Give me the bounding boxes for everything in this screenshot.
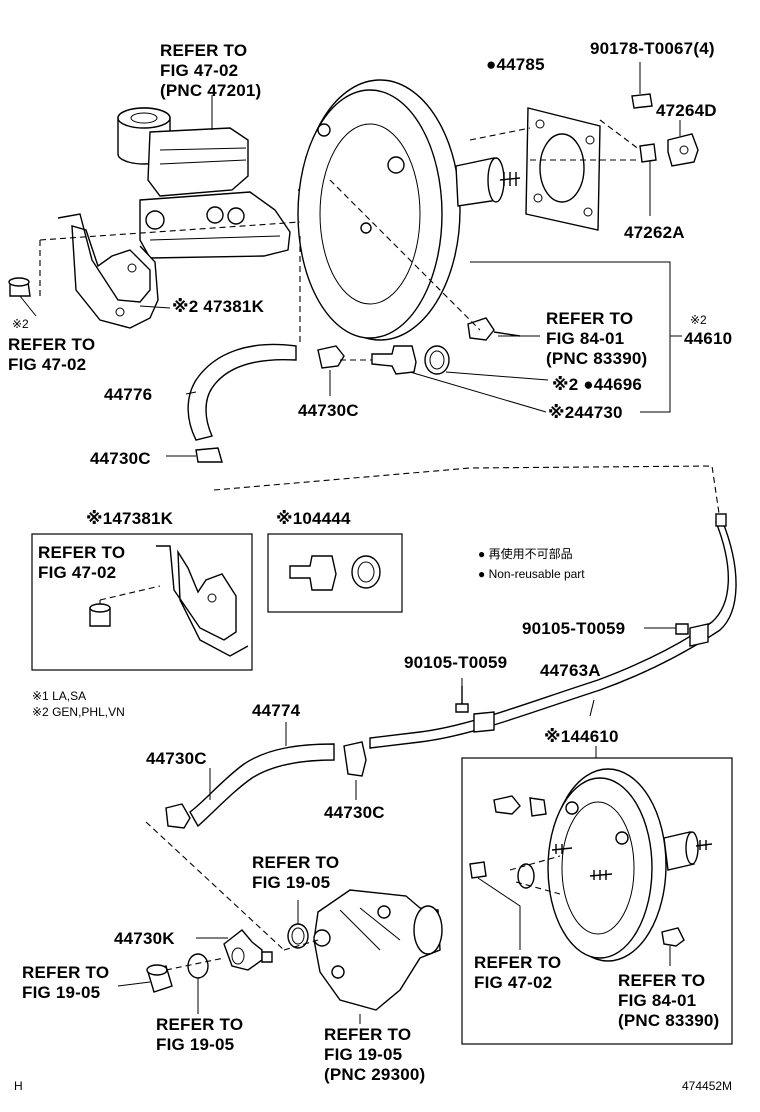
check-valve <box>371 317 521 375</box>
svg-text:(PNC 29300): (PNC 29300) <box>324 1065 425 1084</box>
svg-text:REFER TO: REFER TO <box>22 963 109 982</box>
label-refer-19-05-c: REFER TO FIG 19-05 <box>156 1015 243 1054</box>
clamp-44730c-c <box>165 803 191 829</box>
o-ring-union <box>187 953 209 979</box>
dashed-guides-top <box>39 119 721 521</box>
label-44730c-c: 44730C <box>146 749 207 768</box>
hose-44776 <box>187 343 297 441</box>
label-inset-04444: ※104444 <box>276 509 351 528</box>
svg-text:REFER TO: REFER TO <box>618 971 705 990</box>
notes: ※1 LA,SA ※2 GEN,PHL,VN <box>32 689 125 719</box>
svg-text:REFER TO: REFER TO <box>38 543 125 562</box>
svg-text:※1 LA,SA: ※1 LA,SA <box>32 689 86 703</box>
svg-text:REFER TO: REFER TO <box>160 41 247 60</box>
cap-plug <box>146 964 173 993</box>
label-refer-84-01-top: REFER TO FIG 84-01 (PNC 83390) <box>546 309 647 368</box>
label-44774: 44774 <box>252 701 301 720</box>
label-refer-47-02-left: ※2 REFER TO FIG 47-02 <box>8 317 95 374</box>
label-refer-19-05-a: REFER TO FIG 19-05 <box>252 853 339 892</box>
brake-booster-top <box>297 79 521 341</box>
clamp-44730c-b <box>195 447 223 463</box>
vacuum-pipe-44763a <box>369 513 737 749</box>
label-refer-47-02-bottom: REFER TO FIG 47-02 <box>474 953 561 992</box>
callout-lines-top <box>19 62 682 457</box>
o-ring-pump <box>287 923 309 949</box>
clamp-44730c-a <box>317 345 345 369</box>
label-44785: ●44785 <box>486 55 545 74</box>
svg-text:FIG 47-02: FIG 47-02 <box>38 563 116 582</box>
label-44696: ※2 ●44696 <box>552 375 642 394</box>
svg-text:44610: 44610 <box>684 329 732 348</box>
svg-text:FIG 84-01: FIG 84-01 <box>546 329 624 348</box>
svg-text:(PNC 83390): (PNC 83390) <box>546 349 647 368</box>
corner-code-left: H <box>14 1079 23 1093</box>
gasket-plate <box>525 107 601 231</box>
diagram-id: 474452M <box>682 1079 732 1093</box>
label-inset-refer-47-02: REFER TO FIG 47-02 <box>38 543 125 582</box>
svg-text:(PNC 47201): (PNC 47201) <box>160 81 261 100</box>
svg-text:REFER TO: REFER TO <box>474 953 561 972</box>
label-44730: ※244730 <box>548 403 623 422</box>
label-44730c-b: 44730C <box>90 449 151 468</box>
callout-lines-bottom <box>117 627 676 1024</box>
label-44610-bottom: ※144610 <box>544 727 619 746</box>
label-refer-47201: REFER TO FIG 47-02 (PNC 47201) <box>160 41 261 100</box>
inset-box-04444 <box>267 533 403 613</box>
union-44730k <box>223 929 273 971</box>
svg-text:REFER TO: REFER TO <box>324 1025 411 1044</box>
dashed-guides-bottom <box>145 821 319 971</box>
vacuum-pump <box>313 889 443 1011</box>
label-47381k-top: ※2 47381K <box>172 297 265 316</box>
label-44776: 44776 <box>104 385 152 404</box>
master-cylinder <box>117 107 385 259</box>
svg-text:FIG 47-02: FIG 47-02 <box>8 355 86 374</box>
label-44730c-d: 44730C <box>324 803 385 822</box>
svg-text:FIG 19-05: FIG 19-05 <box>156 1035 234 1054</box>
label-90105-t0059-b: 90105-T0059 <box>404 653 507 672</box>
label-47262a: 47262A <box>624 223 685 242</box>
svg-text:FIG 47-02: FIG 47-02 <box>474 973 552 992</box>
label-inset-47381k: ※147381K <box>86 509 174 528</box>
svg-text:FIG 19-05: FIG 19-05 <box>324 1045 402 1064</box>
svg-text:FIG 19-05: FIG 19-05 <box>22 983 100 1002</box>
label-refer-84-01-bottom: REFER TO FIG 84-01 (PNC 83390) <box>618 971 719 1030</box>
bracket-47381k-top <box>57 213 159 329</box>
svg-text:FIG 47-02: FIG 47-02 <box>160 61 238 80</box>
svg-text:※2: ※2 <box>690 313 707 327</box>
svg-text:REFER TO: REFER TO <box>546 309 633 328</box>
svg-text:● Non-reusable part: ● Non-reusable part <box>478 567 585 581</box>
label-47264d: 47264D <box>656 101 717 120</box>
label-44610-top: ※2 44610 <box>684 313 732 348</box>
label-90178-t0067: 90178-T0067(4) <box>590 39 715 58</box>
legend: ● 再使用不可部品 ● Non-reusable part <box>478 546 585 581</box>
svg-text:(PNC 83390): (PNC 83390) <box>618 1011 719 1030</box>
label-90105-t0059-a: 90105-T0059 <box>522 619 625 638</box>
pin-47262a <box>639 143 657 163</box>
inset-box-47381k <box>31 533 253 671</box>
inset-box-44610 <box>461 746 733 1045</box>
clevis-47264d <box>667 133 699 167</box>
label-44763a: 44763A <box>540 661 601 680</box>
label-44730c-a: 44730C <box>298 401 359 420</box>
svg-text:FIG 19-05: FIG 19-05 <box>252 873 330 892</box>
hose-44774 <box>189 743 335 828</box>
svg-text:● 再使用不可部品: ● 再使用不可部品 <box>478 546 573 561</box>
svg-text:※2: ※2 <box>12 317 29 331</box>
nut-left <box>8 277 31 297</box>
label-refer-19-05-b: REFER TO FIG 19-05 <box>22 963 109 1002</box>
svg-text:FIG 84-01: FIG 84-01 <box>618 991 696 1010</box>
svg-text:REFER TO: REFER TO <box>8 335 95 354</box>
label-refer-29300: REFER TO FIG 19-05 (PNC 29300) <box>324 1025 425 1084</box>
svg-text:※2 GEN,PHL,VN: ※2 GEN,PHL,VN <box>32 705 125 719</box>
nut-90178 <box>631 93 653 109</box>
svg-text:REFER TO: REFER TO <box>156 1015 243 1034</box>
label-44730k: 44730K <box>114 929 175 948</box>
clamp-44730c-d <box>343 741 367 777</box>
svg-text:REFER TO: REFER TO <box>252 853 339 872</box>
